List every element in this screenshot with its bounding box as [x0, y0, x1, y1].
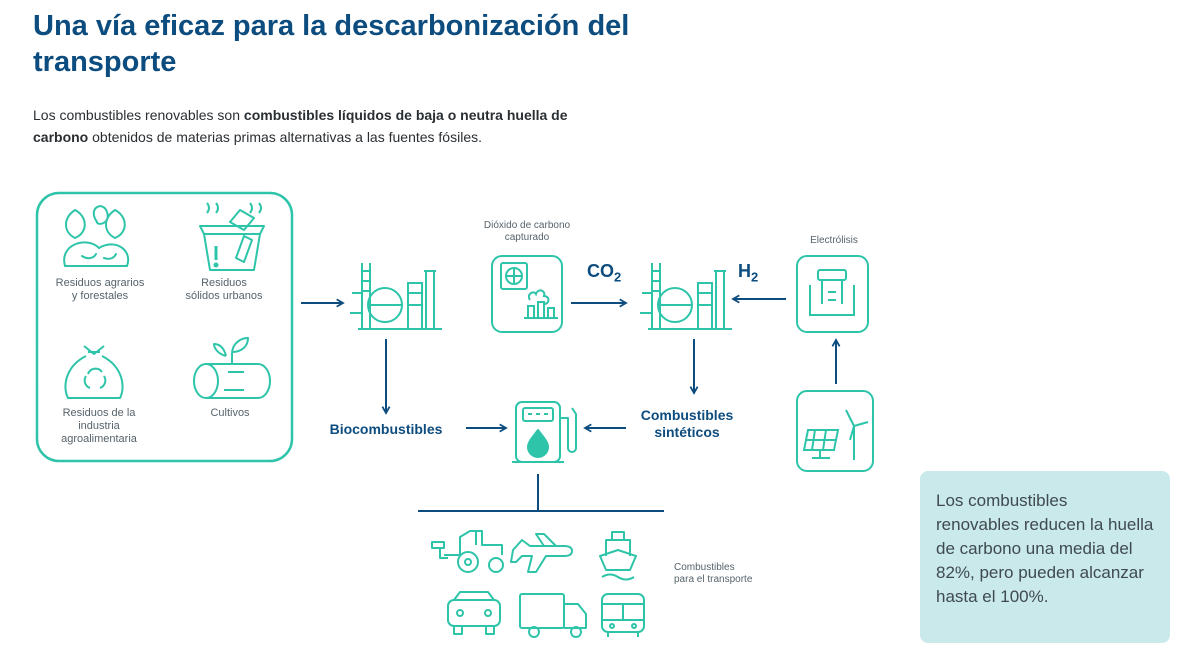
label-urban-waste: Residuos sólidos urbanos [185, 277, 263, 302]
refinery-icon-1 [349, 262, 443, 330]
truck-icon [519, 593, 587, 638]
page-title: Una vía eficaz para la descarbonización … [33, 10, 630, 78]
intro-text: Los combustibles renovables son combusti… [33, 104, 613, 148]
label-transport-fuels: Combustibles para el transporte [674, 562, 753, 585]
label-electrolysis: Electrólisis [810, 235, 858, 246]
urban-waste-icon [199, 202, 265, 271]
h2-formula: H [738, 261, 751, 281]
car-icon [447, 591, 501, 635]
feedstock-box [35, 191, 294, 463]
label-h2: H2 [738, 261, 758, 285]
crops-icon [193, 337, 271, 399]
agro-waste-icon [63, 205, 130, 267]
tractor-icon [431, 530, 504, 573]
co2-formula: CO [587, 261, 614, 281]
intro-part2: obtenidos de materias primas alternativa… [88, 129, 482, 145]
intro-part1: Los combustibles renovables son [33, 107, 244, 123]
co2-capture-icon [491, 255, 563, 333]
bus-icon [601, 593, 645, 637]
ship-icon [599, 531, 637, 581]
label-agro-waste: Residuos agrarios y forestales [55, 277, 145, 302]
label-synthetic-fuels: Combustibles sintéticos [640, 407, 734, 440]
label-co2-captured: Dióxido de carbono capturado [483, 220, 571, 243]
info-note: Los combustibles renovables reducen la h… [920, 471, 1170, 643]
food-waste-icon [64, 345, 124, 399]
label-biofuels: Biocombustibles [329, 421, 443, 437]
label-food-waste: Residuos de la industria agroalimentaria [61, 407, 137, 445]
airplane-icon [510, 533, 573, 573]
label-co2: CO2 [587, 261, 621, 285]
intro-bold: combustibles líquidos de baja o neutra h… [33, 107, 568, 145]
label-crops: Cultivos [210, 407, 250, 419]
h2-subscript: 2 [751, 269, 759, 285]
refinery-icon-2 [639, 262, 733, 330]
co2-subscript: 2 [614, 269, 622, 285]
solar-wind-icon [796, 390, 874, 472]
electrolysis-icon [796, 255, 869, 333]
fuel-pump-icon [512, 401, 577, 463]
